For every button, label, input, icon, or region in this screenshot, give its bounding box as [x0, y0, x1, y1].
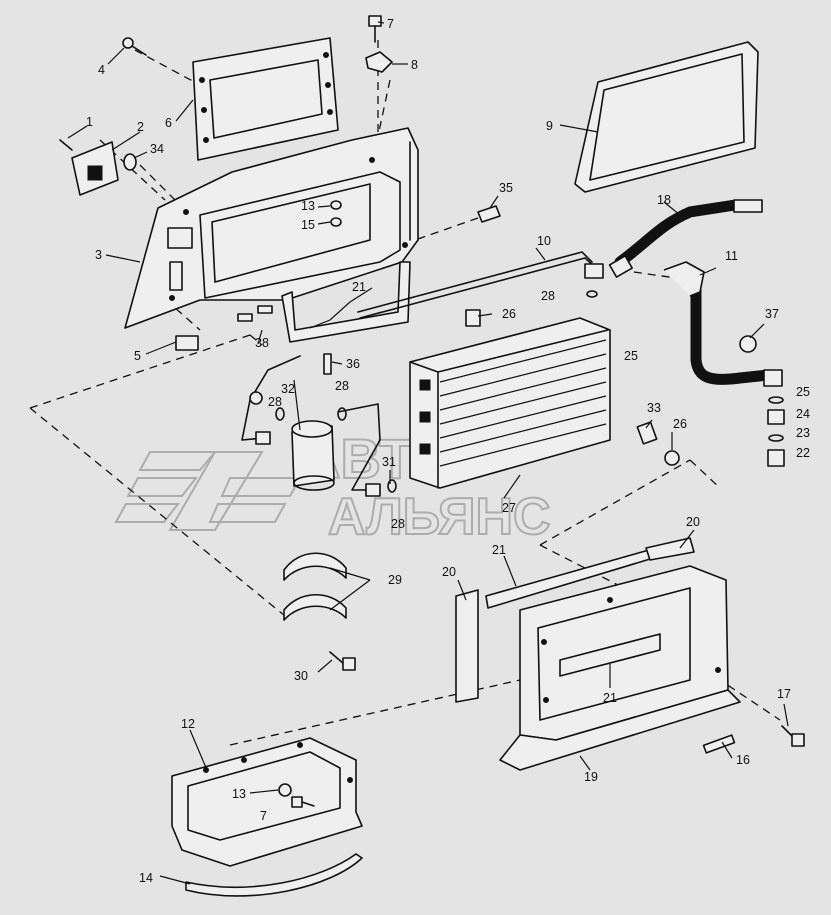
- gasket-frame: [192, 37, 339, 161]
- callout-13-top: 13: [301, 199, 315, 213]
- fitting-26-top: [465, 309, 481, 327]
- callout-17: 17: [777, 687, 791, 701]
- knob: [123, 153, 137, 171]
- fittings-22-25: [767, 396, 785, 467]
- switch-assembly: [59, 139, 119, 196]
- watermark-logo: [114, 451, 302, 531]
- callout-19: 19: [584, 770, 598, 784]
- callout-29: 29: [388, 573, 402, 587]
- callout-28-left: 28: [268, 395, 282, 409]
- watermark-line2: АЛЬЯНС: [328, 488, 551, 546]
- callout-26-top: 26: [502, 307, 516, 321]
- fitting-35: [477, 205, 501, 223]
- bolt-30: [329, 651, 356, 671]
- callout-8: 8: [411, 58, 418, 72]
- callout-4: 4: [98, 63, 105, 77]
- side-pad-20-right: [645, 537, 695, 561]
- bracket-assembly: [455, 537, 741, 771]
- hose-clamp: [739, 335, 757, 353]
- callout-21-top: 21: [352, 280, 366, 294]
- callout-28-top: 28: [541, 289, 555, 303]
- bolt-17: [781, 725, 805, 747]
- callout-30: 30: [294, 669, 308, 683]
- callout-9: 9: [546, 119, 553, 133]
- callout-7-top: 7: [387, 17, 394, 31]
- callout-22: 22: [796, 446, 810, 460]
- bolt-7-lower: [291, 796, 315, 808]
- callout-31: 31: [382, 455, 396, 469]
- o-ring-28: [275, 407, 285, 421]
- label-plate: [175, 335, 199, 351]
- condenser-core: [409, 317, 611, 489]
- seal-strip-14: [185, 853, 363, 897]
- hose-18: [608, 199, 763, 278]
- callout-16: 16: [736, 753, 750, 767]
- callout-13-lower: 13: [232, 787, 246, 801]
- callout-35: 35: [499, 181, 513, 195]
- pipe-fitting: [584, 263, 604, 279]
- hose-11: [663, 261, 783, 387]
- mount-clamps: [283, 552, 347, 621]
- nut-13-lower: [278, 783, 292, 797]
- callout-21-middle: 21: [492, 543, 506, 557]
- callout-7-lower: 7: [260, 809, 267, 823]
- callout-labels: 1 2 3 4 5 6 7 7 8 9 10 11 12 13 13 14 15…: [86, 17, 810, 885]
- callout-25-left: 25: [624, 349, 638, 363]
- callout-27: 27: [502, 501, 516, 515]
- bolt-7-top: [368, 15, 382, 43]
- pipe-10: [359, 257, 597, 319]
- side-pad-20-left: [455, 589, 479, 703]
- callout-28-lower: 28: [391, 517, 405, 531]
- callout-21-lower: 21: [603, 691, 617, 705]
- callout-20-left: 20: [442, 565, 456, 579]
- callout-38: 38: [255, 336, 269, 350]
- valve-36: [323, 353, 332, 375]
- callout-3: 3: [95, 248, 102, 262]
- leader-lines: [67, 21, 789, 885]
- gasket-seal: [574, 41, 759, 193]
- callout-18: 18: [657, 193, 671, 207]
- callout-11: 11: [725, 249, 738, 263]
- callout-28-middle: 28: [335, 379, 349, 393]
- callout-36: 36: [346, 357, 360, 371]
- callout-37: 37: [765, 307, 779, 321]
- screw-4: [122, 37, 147, 56]
- callout-2: 2: [137, 120, 144, 134]
- receiver-drier: [291, 420, 335, 491]
- clip-8: [365, 51, 393, 73]
- callout-25-right: 25: [796, 385, 810, 399]
- fitting-26-right: [664, 450, 680, 466]
- callout-34: 34: [150, 142, 164, 156]
- line-28-right: [337, 403, 381, 491]
- callout-33: 33: [647, 401, 661, 415]
- callout-12: 12: [181, 717, 195, 731]
- nut-13-top: [330, 200, 342, 227]
- callout-14: 14: [139, 871, 153, 885]
- channel-seal-top: [281, 261, 411, 343]
- callout-1: 1: [86, 115, 93, 129]
- callout-10: 10: [537, 234, 551, 248]
- callout-20-right: 20: [686, 515, 700, 529]
- callout-5: 5: [134, 349, 141, 363]
- callout-15: 15: [301, 218, 315, 232]
- callout-26-right: 26: [673, 417, 687, 431]
- callout-24: 24: [796, 407, 810, 421]
- callout-32: 32: [281, 382, 295, 396]
- housing-slot: [169, 261, 183, 291]
- lower-cover: [171, 737, 363, 867]
- pins-16: [702, 734, 736, 754]
- housing-panel: [124, 127, 419, 329]
- callout-6: 6: [165, 116, 172, 130]
- housing-switch-cutout: [167, 227, 193, 249]
- pins-38: [237, 305, 273, 322]
- callout-23: 23: [796, 426, 810, 440]
- plug-33: [636, 421, 658, 445]
